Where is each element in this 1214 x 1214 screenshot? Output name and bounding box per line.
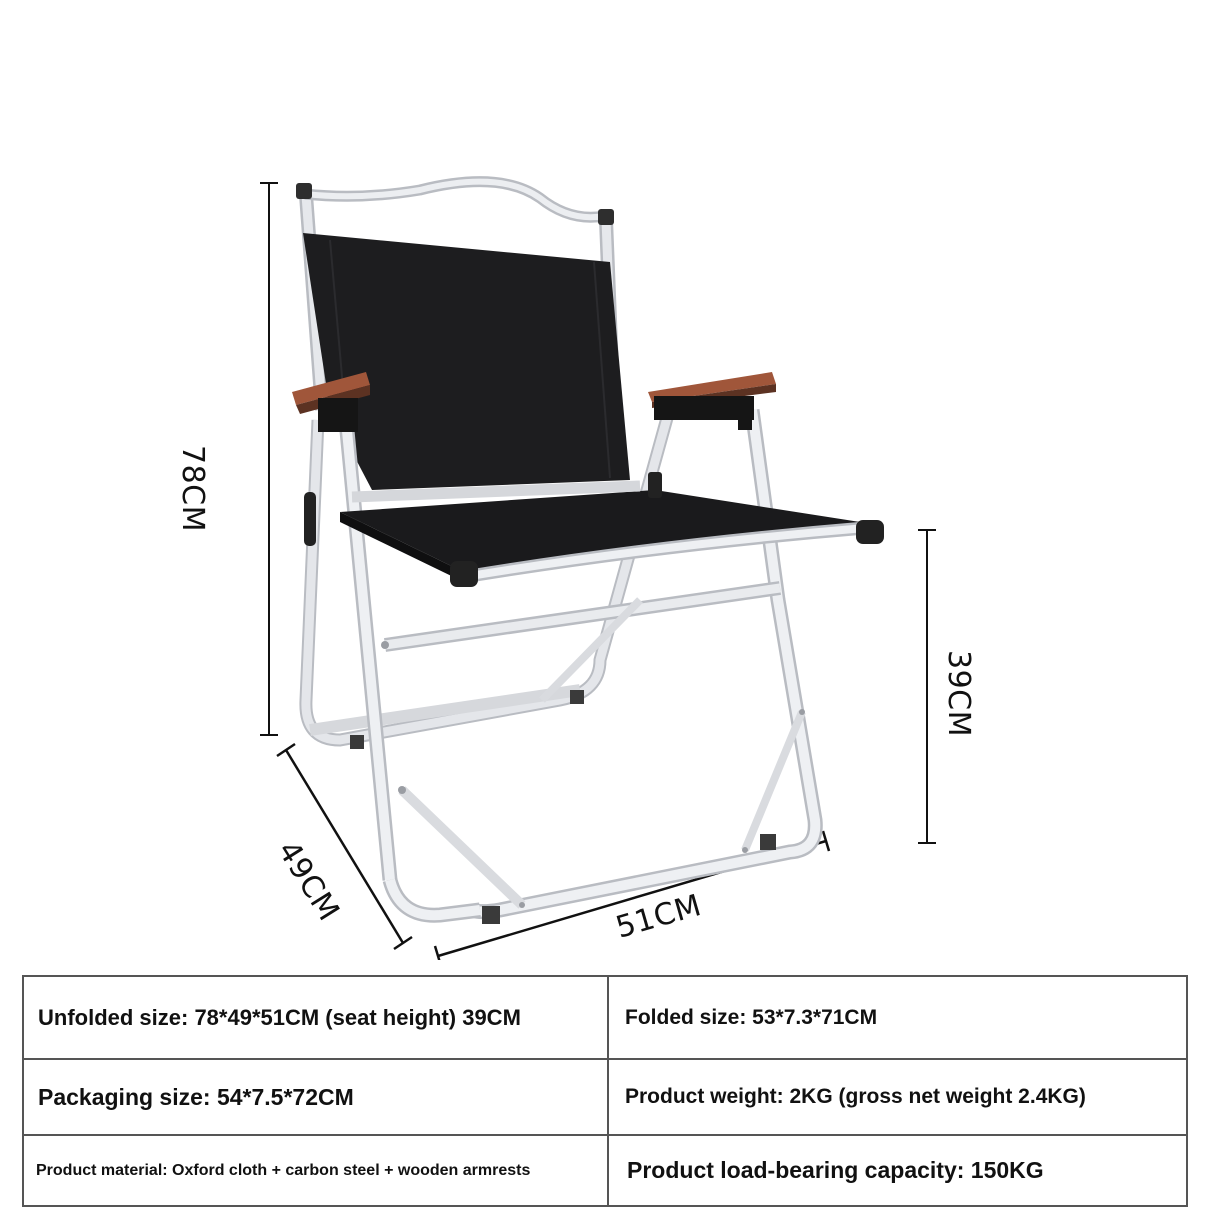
- spec-product-material: Product material: Oxford cloth + carbon …: [24, 1136, 609, 1205]
- product-diagram: 78CM 39CM 49CM 51CM: [175, 176, 976, 967]
- seat-fabric: [340, 490, 860, 575]
- armrest-right: [648, 372, 776, 430]
- armrest-left: [292, 372, 370, 432]
- spec-unfolded-size: Unfolded size: 78*49*51CM (seat height) …: [24, 977, 609, 1060]
- seat-height-dimension-label: 39CM: [941, 650, 976, 738]
- spec-table: Unfolded size: 78*49*51CM (seat height) …: [22, 975, 1188, 1207]
- height-dimension-label: 78CM: [175, 445, 210, 533]
- backrest-fabric: [303, 233, 630, 490]
- spec-folded-size: Folded size: 53*7.3*71CM: [609, 977, 1186, 1060]
- spec-product-weight: Product weight: 2KG (gross net weight 2.…: [609, 1060, 1186, 1136]
- seat-end-cap-right: [856, 520, 884, 544]
- seat-height-dimension-line: [918, 529, 936, 844]
- foot-caps: [350, 690, 776, 924]
- spec-packaging-size: Packaging size: 54*7.5*72CM: [24, 1060, 609, 1136]
- spec-load-capacity: Product load-bearing capacity: 150KG: [627, 1157, 1044, 1183]
- depth-dimension-line: [276, 742, 413, 951]
- chair-illustration: [260, 176, 936, 967]
- height-dimension-line: [260, 182, 278, 736]
- front-legs: [337, 408, 823, 923]
- seat-end-cap-left: [450, 561, 478, 587]
